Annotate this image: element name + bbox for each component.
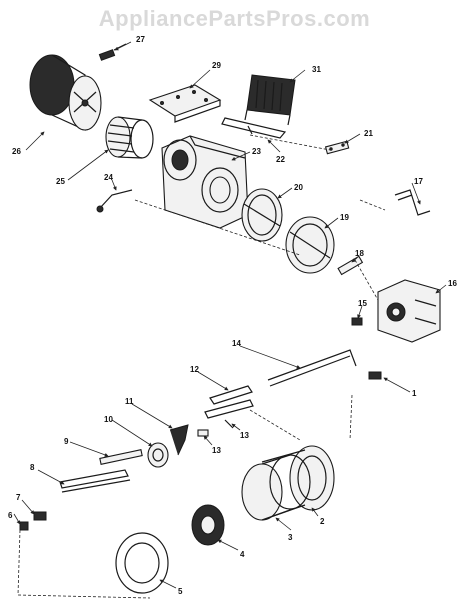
part-20-air-band[interactable]	[285, 216, 335, 274]
part-8-electrode-assembly[interactable]	[59, 469, 131, 493]
part-1-nozzle[interactable]	[368, 371, 382, 380]
part-17-fuel-pump[interactable]	[377, 279, 441, 343]
part-5-flange-gasket[interactable]	[115, 532, 169, 594]
callout-4: 4	[240, 550, 245, 559]
callout-8: 8	[30, 463, 35, 472]
callout-19: 18	[355, 249, 364, 258]
callout-18: 17	[414, 177, 423, 186]
watermark-logo: AppliancePartsPros.com	[98, 6, 371, 31]
callout-9: 9	[64, 437, 69, 446]
callout-1: 1	[412, 389, 417, 398]
part-25-wire-lead[interactable]	[96, 189, 133, 213]
part-22-gasket[interactable]	[324, 140, 350, 155]
callout-27: 26	[12, 147, 21, 156]
callout-6: 6	[8, 511, 13, 520]
callout-7: 7	[16, 493, 21, 502]
part-12-electrode[interactable]	[209, 385, 253, 405]
callout-15: 14	[232, 339, 241, 348]
part-10-spring[interactable]	[147, 442, 169, 468]
callout-26: 25	[56, 177, 65, 186]
part-31-transformer[interactable]	[244, 74, 296, 126]
callout-2: 2	[320, 517, 325, 526]
part-3-blast-tube[interactable]	[241, 454, 311, 521]
part-14-electrode[interactable]	[204, 399, 254, 429]
part-27-motor[interactable]	[29, 54, 102, 131]
callout-11: 11	[125, 397, 134, 406]
callout-5: 5	[178, 587, 183, 596]
part-18-oil-line[interactable]	[394, 189, 431, 216]
callout-29: 29	[212, 61, 221, 70]
callout-16: 15	[358, 299, 367, 308]
callout-21: 20	[294, 183, 303, 192]
part-24-burner-housing[interactable]	[161, 135, 249, 229]
part-19-coupling[interactable]	[337, 255, 364, 276]
callout-14: 13	[240, 431, 249, 440]
callout-23: 22	[276, 155, 285, 164]
callout-31: 31	[312, 65, 321, 74]
part-16-fitting[interactable]	[351, 317, 363, 326]
callout-25: 24	[104, 173, 113, 182]
callout-22: 21	[364, 129, 373, 138]
callout-12: 12	[190, 365, 199, 374]
part-4-retention-head[interactable]	[191, 504, 225, 546]
part-29-bracket[interactable]	[148, 84, 222, 123]
callout-13: 13	[212, 446, 221, 455]
part-23-igniter-wire[interactable]	[221, 117, 287, 139]
part-26-blower-wheel[interactable]	[105, 116, 154, 159]
callout-20: 19	[340, 213, 349, 222]
callout-17: 16	[448, 279, 457, 288]
callout-28: 27	[136, 35, 145, 44]
part-21-air-band[interactable]	[241, 188, 283, 242]
part-11-clamp[interactable]	[169, 424, 189, 456]
part-7-plug[interactable]	[33, 511, 47, 521]
part-9-tube[interactable]	[99, 449, 143, 465]
part-6-screw[interactable]	[19, 521, 29, 531]
part-15-air-tube[interactable]	[267, 349, 357, 387]
callout-24: 23	[252, 147, 261, 156]
part-13-insulator[interactable]	[197, 429, 209, 437]
callout-10: 10	[104, 415, 113, 424]
callout-3: 3	[288, 533, 293, 542]
